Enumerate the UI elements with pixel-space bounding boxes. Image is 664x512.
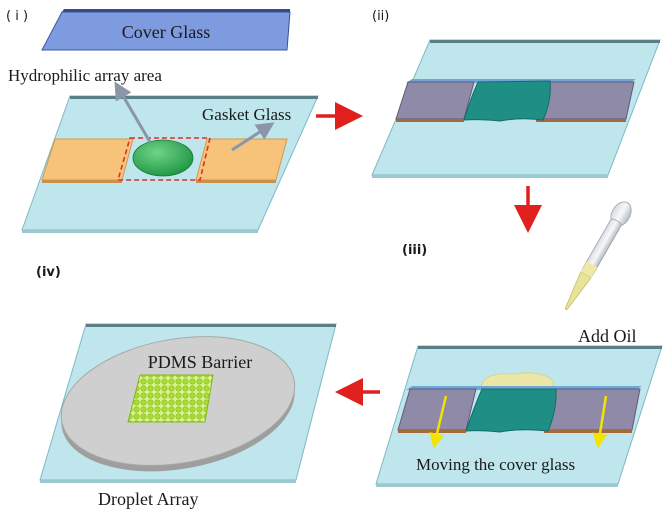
add-oil-label: Add Oil (578, 326, 637, 346)
gasket-left-iii (397, 388, 477, 431)
step-label-i: ( i ) (6, 9, 28, 24)
pointer-arrow-hydrophilic (114, 81, 152, 143)
move-arrow-left (429, 395, 448, 449)
panel-ii: (ii) (371, 9, 661, 178)
gasket-right-iii (543, 388, 641, 431)
spread-droplet-ii (463, 80, 551, 122)
step-label-ii: (ii) (372, 9, 389, 24)
gasket-glass-label: Gasket Glass (202, 105, 291, 124)
droplet-i (132, 139, 194, 177)
droplet-array-grid (127, 374, 214, 423)
step-label-iv: (iv) (36, 265, 61, 280)
step-label-iii: (iii) (402, 243, 427, 258)
droplet-array-label: Droplet Array (98, 489, 198, 509)
panel-iii: (iii) Add Oil Moving the cover glass (375, 201, 663, 487)
pdms-barrier-label: PDMS Barrier (148, 352, 253, 372)
cover-glass-label: Cover Glass (122, 22, 211, 42)
gasket-left-ii (395, 81, 475, 120)
move-arrow-right (592, 395, 608, 449)
panel-iv: (iv) PDMS Barrier Droplet Array (36, 265, 337, 509)
panel-i: ( i ) Cover Glass Hydrophilic array area… (6, 9, 319, 233)
pipette-icon (564, 201, 632, 311)
hydrophilic-area-box (116, 137, 212, 181)
pointer-arrow-gasket (231, 122, 275, 152)
moving-cover-label: Moving the cover glass (416, 455, 575, 474)
spread-droplet-iii (465, 388, 557, 433)
cover-glass-i: Cover Glass (41, 9, 291, 51)
hydrophilic-label: Hydrophilic array area (8, 66, 162, 85)
